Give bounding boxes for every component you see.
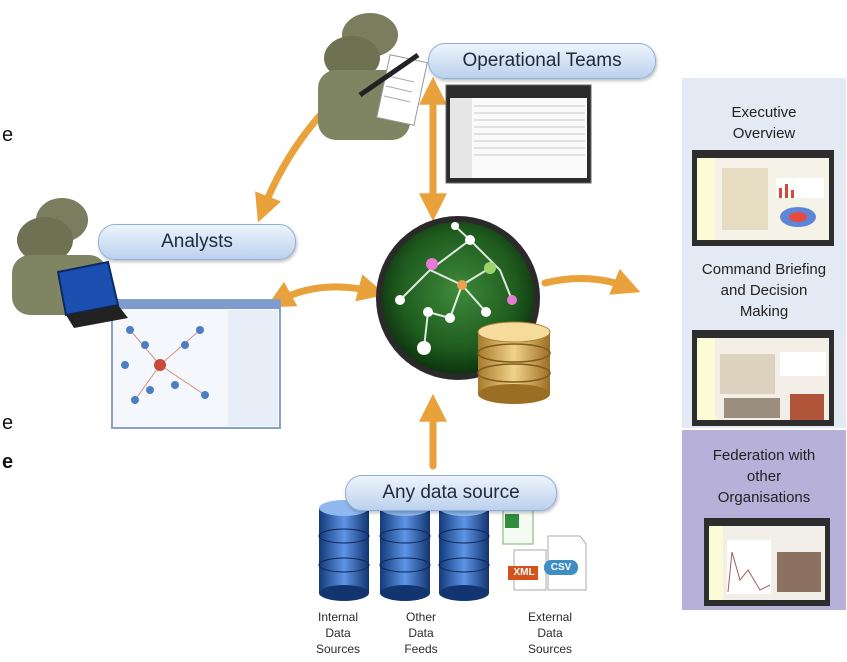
panel-title-command: Command Briefing and Decision Making (701, 261, 827, 320)
source-label-internal: Internal Data Sources (316, 610, 361, 656)
xml-file-icon (508, 549, 547, 591)
command-briefing-screen (692, 330, 834, 426)
panel-title-executive: Executive Overview (731, 104, 797, 142)
operational-teams-label: Operational Teams (428, 43, 656, 79)
clipped-text-2: e (2, 412, 14, 434)
panel-title-federation: Federation with other Organisations (712, 447, 816, 506)
federation-screen (704, 518, 830, 606)
xml-badge: XML (513, 567, 535, 578)
source-label-feeds: Other Data Feeds (404, 610, 438, 656)
data-feeds-database-icon-2 (438, 500, 490, 601)
panels: Executive Overview Command Briefing and … (682, 0, 846, 662)
csv-file-icon (544, 535, 587, 591)
arrow-hub-analyst-screen (266, 274, 386, 308)
analyst-screen (111, 299, 281, 429)
excel-icon (502, 509, 534, 545)
internal-sources-database-icon (318, 500, 370, 601)
operational-soldiers-icon (318, 13, 428, 140)
clipped-text-1: e (2, 124, 14, 146)
clipped-text-3: e (2, 451, 14, 473)
hub-database-icon (477, 321, 551, 404)
any-data-source-label: Any data source (345, 475, 557, 511)
csv-badge: CSV (550, 562, 572, 573)
laptop-icon (56, 260, 128, 328)
operational-screen (445, 84, 592, 184)
source-label-external: External Data Sources (527, 610, 573, 656)
analyst-soldiers-icon (12, 198, 128, 328)
analysts-label: Analysts (98, 224, 296, 260)
arrow-hub-to-panels (541, 268, 641, 295)
executive-overview-screen (692, 150, 834, 246)
data-feeds-database-icon (379, 500, 431, 601)
